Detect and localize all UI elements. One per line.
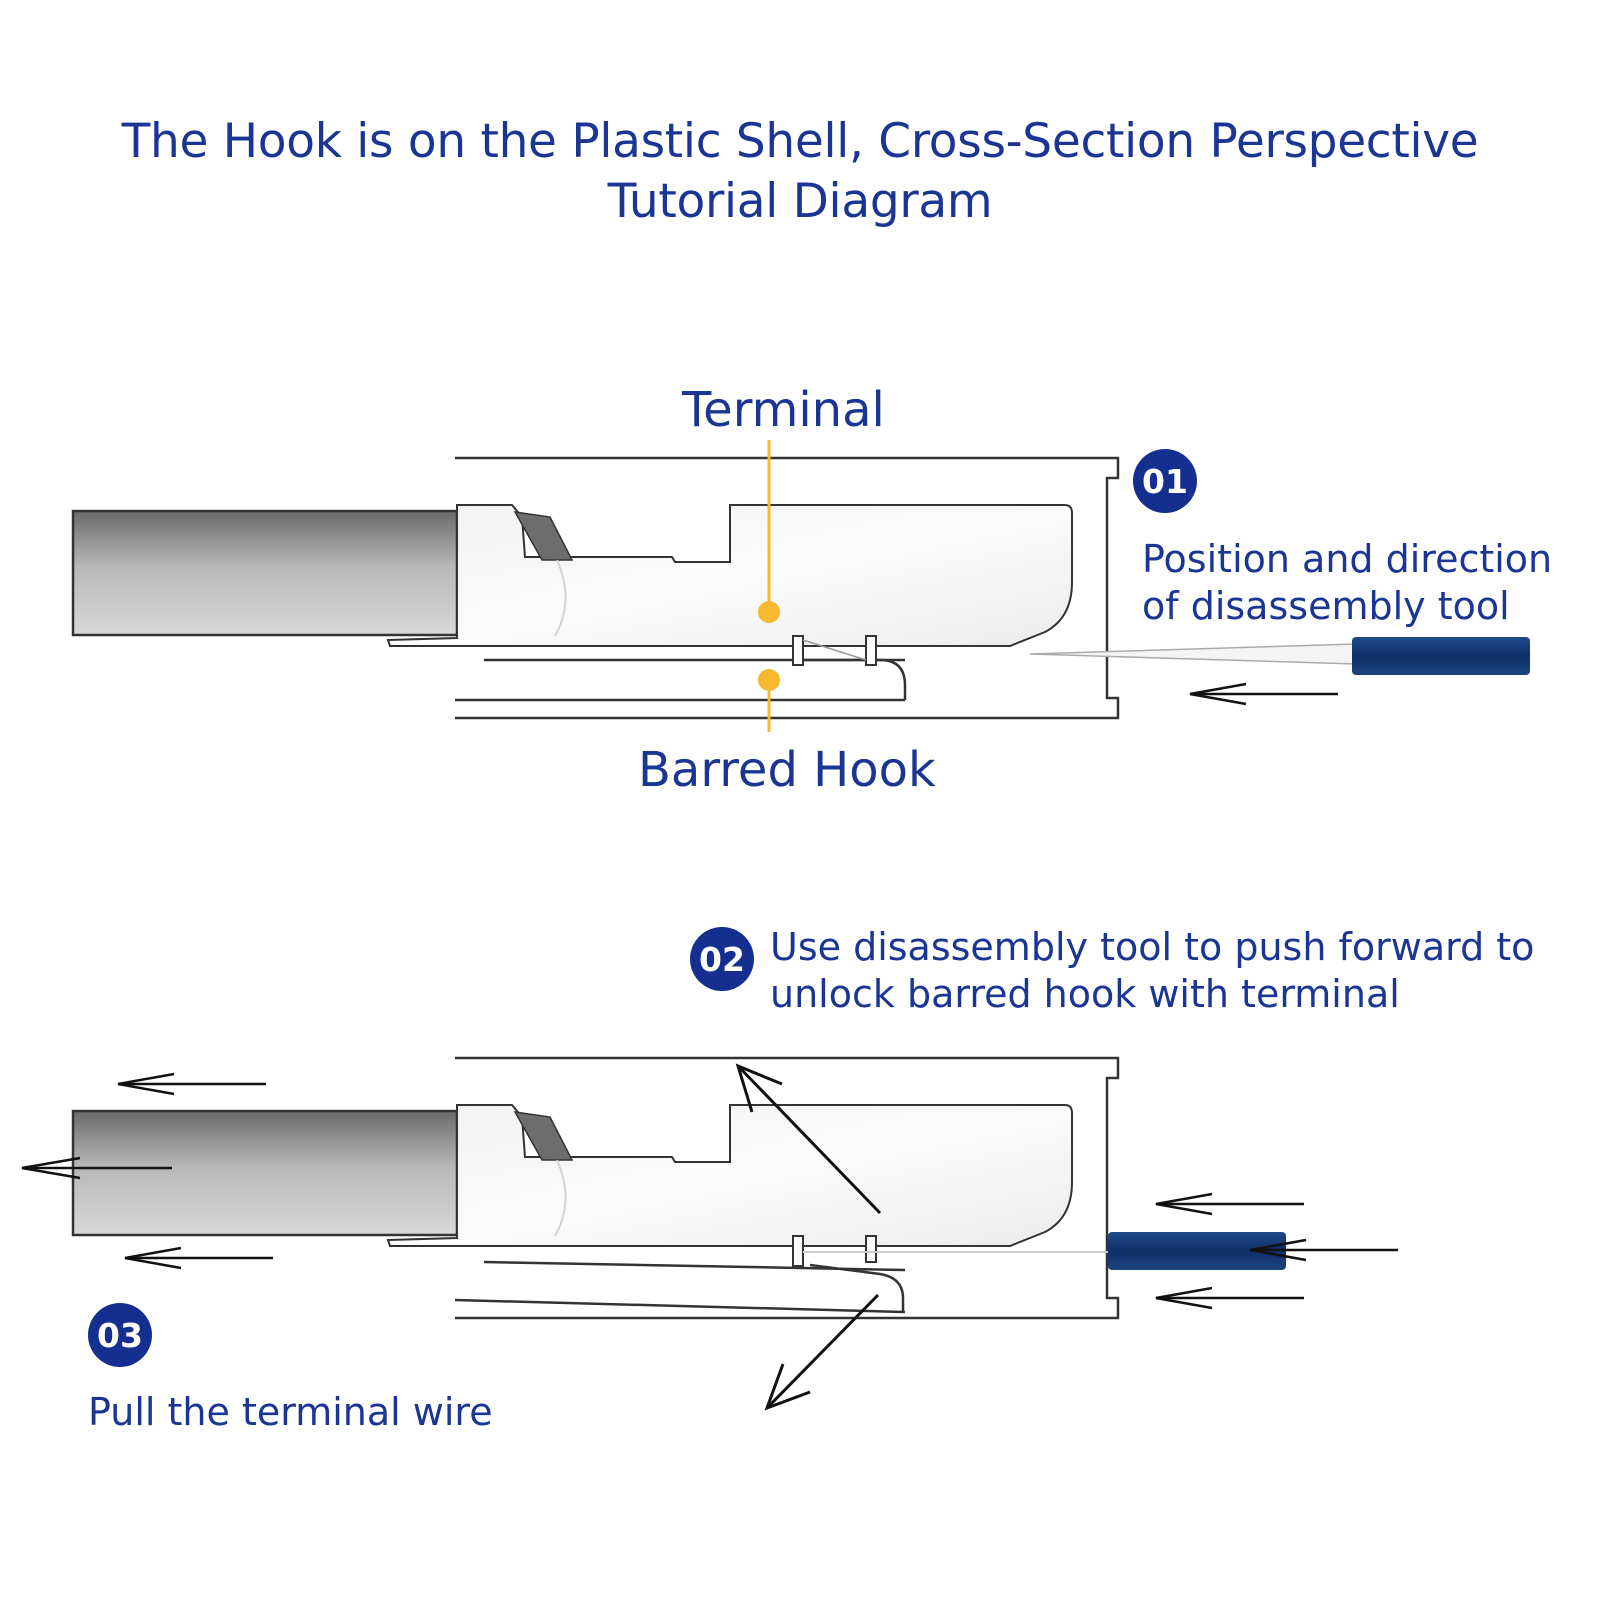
arrow-diagonal-icons bbox=[735, 1063, 882, 1411]
barred-hook-bottom bbox=[809, 1263, 905, 1312]
step-text-1-line-2: of disassembly tool bbox=[1142, 584, 1510, 628]
diagram-bottom bbox=[21, 1056, 1398, 1411]
arrow-push-icons bbox=[1155, 1192, 1398, 1310]
wire-bottom bbox=[71, 1109, 459, 1237]
disassembly-tool-top bbox=[1029, 637, 1530, 675]
barred-hook-label: Barred Hook bbox=[638, 742, 936, 798]
disassembly-tool-bottom bbox=[1108, 1232, 1286, 1270]
step-badge-3: 03 bbox=[88, 1303, 152, 1367]
wire-top bbox=[71, 509, 459, 637]
barred-hook-top bbox=[800, 658, 907, 700]
arrow-pull-icons bbox=[21, 1072, 273, 1270]
step-text-3: Pull the terminal wire bbox=[88, 1390, 493, 1434]
page-title: The Hook is on the Plastic Shell, Cross-… bbox=[0, 112, 1600, 232]
title-line-1: The Hook is on the Plastic Shell, Cross-… bbox=[121, 114, 1479, 169]
arrow-left-icon bbox=[1189, 682, 1338, 706]
step-text-1: Position and direction of disassembly to… bbox=[1142, 536, 1552, 630]
step-text-2-line-1: Use disassembly tool to push forward to bbox=[770, 925, 1535, 969]
step-text-1-line-1: Position and direction bbox=[1142, 537, 1553, 581]
callout-barred-hook bbox=[758, 669, 780, 732]
terminal-label: Terminal bbox=[682, 382, 885, 438]
callout-terminal bbox=[758, 440, 780, 623]
title-line-2: Tutorial Diagram bbox=[607, 174, 993, 229]
step-text-2-line-2: unlock barred hook with terminal bbox=[770, 972, 1400, 1016]
step-badge-2: 02 bbox=[690, 927, 754, 991]
terminal-top bbox=[386, 504, 1073, 647]
step-badge-1: 01 bbox=[1133, 449, 1197, 513]
step-text-2: Use disassembly tool to push forward to … bbox=[770, 924, 1534, 1018]
terminal-bottom bbox=[386, 1104, 1073, 1247]
diagram-top bbox=[71, 440, 1530, 732]
